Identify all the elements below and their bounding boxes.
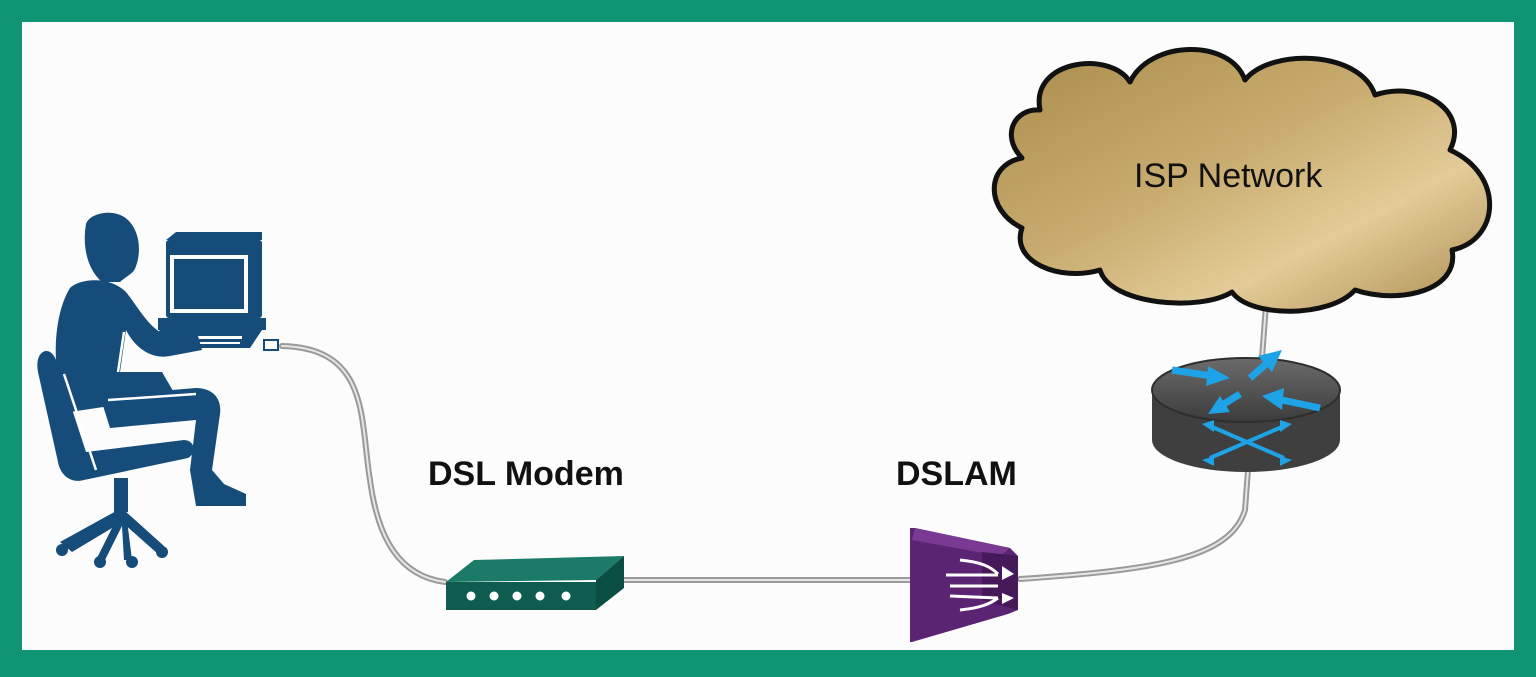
dslam-icon — [910, 528, 1018, 642]
dsl-modem-icon — [446, 556, 624, 610]
router-icon — [1151, 350, 1341, 472]
isp-network-label: ISP Network — [1134, 157, 1323, 195]
user-at-computer-icon — [37, 212, 279, 568]
cloud-icon — [991, 47, 1493, 314]
dsl-modem-label: DSL Modem — [428, 455, 624, 493]
cables — [279, 302, 1269, 585]
dslam-label: DSLAM — [896, 455, 1017, 493]
